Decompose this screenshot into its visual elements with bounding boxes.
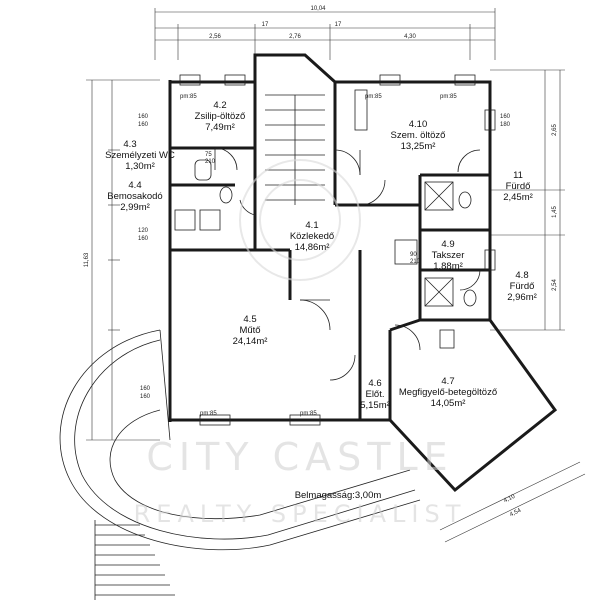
room-4-6: 4.6 Előt. 5,15m²	[360, 378, 390, 411]
room-4-1: 4.1 Közlekedő 14,86m²	[290, 220, 334, 253]
room-4-10: 4.10 Szem. öltöző 13,25m²	[391, 119, 446, 152]
watermark-line2: REALTY SPECIALIST	[134, 500, 467, 528]
room-name: Műtő	[239, 325, 260, 336]
room-4-2: 4.2 Zsilip-öltöző 7,49m²	[195, 100, 246, 133]
dim-right-2: 1,45	[552, 206, 558, 218]
room-area: 14,86m²	[295, 242, 330, 253]
room-name: Fürdő	[510, 281, 535, 292]
watermark-line1: CITY CASTLE	[146, 435, 453, 479]
room-number: 4.4	[128, 180, 141, 191]
label-160-e: 160	[140, 394, 151, 400]
label-160-d: 160	[140, 386, 151, 392]
room-number: 4.2	[213, 100, 226, 111]
room-name: Megfigyelő-betegöltöző	[399, 387, 497, 398]
room-name: Zsilip-öltöző	[195, 111, 246, 122]
dim-top-part-1: 2,56	[209, 34, 221, 40]
room-number: 4.6	[368, 378, 381, 389]
dim-right-1: 2,65	[552, 124, 558, 136]
entrance-stairs	[94, 520, 175, 600]
room-name: Fürdő	[506, 181, 531, 192]
room-name: Előt.	[365, 389, 384, 400]
window-markers	[179, 74, 496, 426]
room-area: 1,30m²	[125, 161, 155, 172]
room-4-9: 4.9 Takszer 1,88m²	[432, 239, 465, 272]
room-number: 4.1	[305, 220, 318, 231]
room-number: 4.9	[441, 239, 454, 250]
room-area: 24,14m²	[233, 336, 268, 347]
room-4-3: 4.3 Személyzeti WC 1,30m²	[105, 139, 175, 172]
room-area: 14,05m²	[431, 398, 466, 409]
room-number: 4.5	[243, 314, 256, 325]
dimension-lines-right: 2,65 1,45 2,54	[490, 69, 565, 331]
room-area: 13,25m²	[401, 141, 436, 152]
label-160-a: 160	[138, 114, 149, 120]
room-area: 1,88m²	[433, 261, 463, 272]
room-number: 4.8	[515, 270, 528, 281]
label-120: 120	[138, 228, 149, 234]
dim-top-sub-1: 17	[262, 22, 269, 28]
room-name: Személyzeti WC	[105, 150, 175, 161]
dim-top-sub-2: 17	[335, 22, 342, 28]
room-number: 4.10	[409, 119, 428, 130]
label-180: 180	[500, 122, 511, 128]
dim-left-total: 11,63	[84, 252, 90, 267]
room-area: 2,96m²	[507, 292, 537, 303]
dimension-lines-left: 11,63	[84, 79, 160, 441]
room-name: Bemosakodó	[107, 191, 162, 202]
dim-top-part-2: 2,76	[289, 34, 301, 40]
room-name: Takszer	[432, 250, 465, 261]
room-4-4: 4.4 Bemosakodó 2,99m²	[107, 180, 162, 213]
ceiling-height-label: Belmagasság:3,00m	[295, 490, 382, 501]
dimension-lines-top: 10,04 17 17 2,56 2,76 4,30	[154, 6, 496, 60]
label-210-a: 210	[205, 159, 216, 165]
room-area: 5,15m²	[360, 400, 390, 411]
room-11: 11 Fürdő 2,45m²	[503, 170, 533, 203]
fixtures	[174, 89, 477, 349]
dim-top-total: 10,04	[310, 6, 326, 12]
room-number: 4.7	[441, 376, 454, 387]
dim-right-3: 2,54	[552, 279, 558, 291]
dim-top-part-3: 4,30	[404, 34, 416, 40]
room-number: 4.3	[123, 139, 136, 150]
label-pm85-4: pm:85	[200, 411, 217, 417]
interior-walls	[170, 82, 490, 420]
label-210-b: 210	[410, 259, 421, 265]
label-pm85-2: pm:85	[365, 94, 382, 100]
room-name: Közlekedő	[290, 231, 334, 242]
label-160-c: 160	[138, 236, 149, 242]
watermark: CITY CASTLE REALTY SPECIALIST	[134, 159, 467, 528]
room-name: Szem. öltöző	[391, 130, 446, 141]
label-pm85-5: pm:85	[300, 411, 317, 417]
label-pm85-3: pm:85	[440, 94, 457, 100]
label-90: 90	[410, 252, 417, 258]
room-4-7: 4.7 Megfigyelő-betegöltöző 14,05m²	[399, 376, 497, 409]
label-160-b: 160	[138, 122, 149, 128]
room-area: 2,45m²	[503, 192, 533, 203]
room-4-5: 4.5 Műtő 24,14m²	[233, 314, 268, 347]
room-labels: 4.2 Zsilip-öltöző 7,49m² 4.3 Személyzeti…	[105, 100, 537, 411]
dimension-lines-bottom-right: 4,10 4,54	[439, 461, 586, 543]
room-area: 2,99m²	[120, 202, 150, 213]
room-4-8: 4.8 Fürdő 2,96m²	[507, 270, 537, 303]
dim-bottom-right-2: 4,54	[509, 508, 523, 519]
room-number: 11	[513, 170, 523, 181]
doors	[214, 147, 481, 381]
small-annotations: pm:85 pm:85 pm:85 pm:85 pm:85 160 160 16…	[138, 94, 511, 417]
label-160-f: 160	[500, 114, 511, 120]
label-pm85-1: pm:85	[180, 94, 197, 100]
stairwell	[265, 94, 325, 205]
label-75: 75	[205, 152, 212, 158]
curved-terrace	[59, 329, 421, 551]
room-area: 7,49m²	[205, 122, 235, 133]
dim-bottom-right-1: 4,10	[503, 494, 517, 505]
